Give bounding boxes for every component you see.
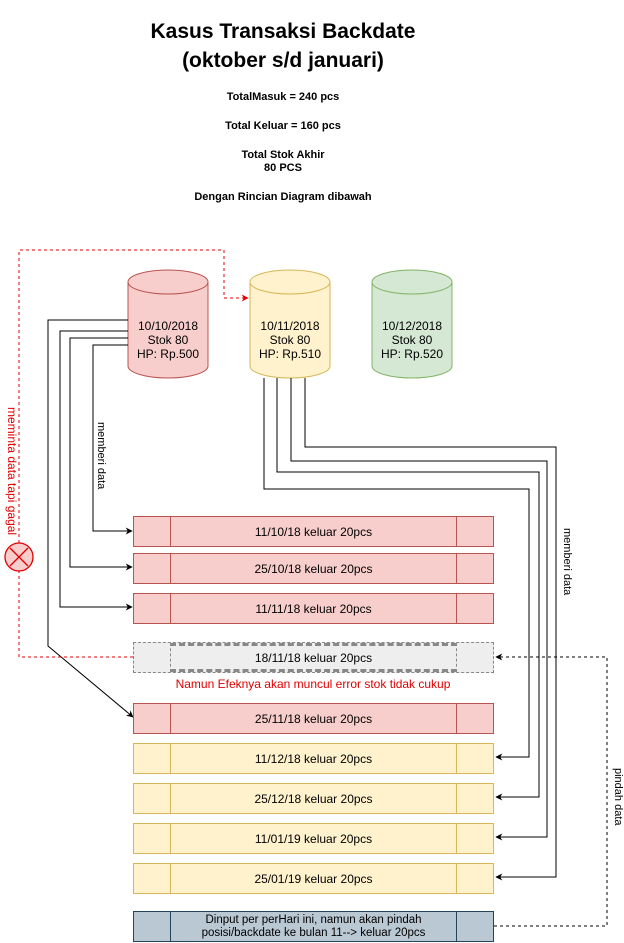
transaction-row-2: 25/10/18 keluar 20pcs (133, 553, 494, 584)
transaction-row-3: 11/11/18 keluar 20pcs (133, 593, 494, 624)
cylinder-november (249, 269, 331, 379)
connector-to-row-8 (290, 378, 548, 841)
transaction-row-5: 25/11/18 keluar 20pcs (133, 703, 494, 734)
rincian-text: Dengan Rincian Diagram dibawah (194, 191, 372, 203)
connector-to-row-5 (47, 319, 134, 718)
connector-to-row-2 (69, 337, 133, 571)
label-pindah-data: pindah data (612, 768, 624, 826)
transaction-row-7: 25/12/18 keluar 20pcs (133, 783, 494, 814)
total-masuk: TotalMasuk = 240 pcs (226, 91, 340, 103)
error-note: Namun Efeknya akan muncul error stok tid… (175, 677, 451, 691)
input-backdate-box: Dinput per perHari ini, namun akan pinda… (133, 911, 494, 942)
label-memberi-data-left: memberi data (95, 422, 107, 490)
connector-to-row-1 (92, 344, 133, 535)
transaction-row-1: 11/10/18 keluar 20pcs (133, 516, 494, 547)
transaction-row-8: 11/01/19 keluar 20pcs (133, 823, 494, 854)
transaction-row-6: 11/12/18 keluar 20pcs (133, 743, 494, 774)
transaction-row-4: 18/11/18 keluar 20pcs (133, 642, 494, 673)
connector-pindah-data (494, 653, 608, 927)
cylinder-desember (371, 269, 453, 379)
label-meminta-data: meminta data tapi gagal (5, 407, 19, 536)
error-x-icon (4, 542, 34, 572)
connector-to-row-6 (263, 378, 530, 761)
connectors-oktober (47, 319, 134, 718)
connector-to-row-7 (276, 378, 540, 801)
cylinder-oktober (127, 269, 209, 379)
total-keluar: Total Keluar = 160 pcs (225, 120, 341, 132)
connectors-november (263, 378, 557, 881)
title-line-2: (oktober s/d januari) (182, 49, 384, 72)
label-memberi-data-right: memberi data (561, 528, 573, 596)
transaction-row-9: 25/01/19 keluar 20pcs (133, 863, 494, 894)
title-line-1: Kasus Transaksi Backdate (150, 20, 416, 43)
total-stok-line-2: 80 PCS (264, 162, 302, 174)
connector-to-row-3 (59, 330, 133, 611)
connector-to-row-9 (304, 378, 557, 881)
total-stok-line-1: Total Stok Akhir (241, 149, 325, 161)
